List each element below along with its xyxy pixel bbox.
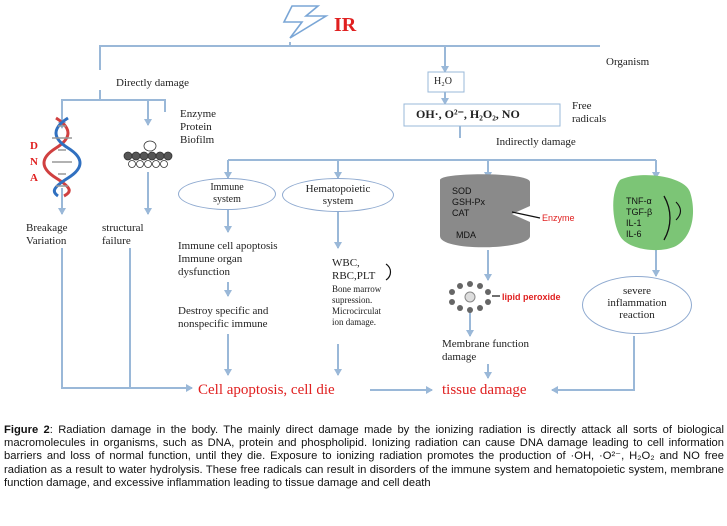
directly-branch-line	[99, 45, 290, 70]
wbc-line-1: WBC,	[332, 257, 360, 269]
cytokine-il6: IL-6	[626, 229, 642, 239]
cytokine-bracket	[663, 195, 671, 241]
targets-biofilm: Biofilm	[180, 134, 215, 146]
immune-effect-2: Immune organ	[178, 253, 243, 265]
enzyme-sod: SOD	[452, 186, 472, 196]
cell-apoptosis-label: Cell apoptosis, cell die	[198, 382, 335, 398]
immune-system-node: Immune system	[178, 178, 276, 210]
enzyme-gshpx: GSH-Px	[452, 197, 486, 207]
cytokine-tnf: TNF-α	[626, 196, 652, 206]
dna-letter-n: N	[30, 156, 38, 168]
free-radicals-label-2: radicals	[572, 113, 607, 125]
h2o-label: H₂O	[434, 76, 452, 87]
to-targets-line	[100, 99, 166, 112]
variation-label: Variation	[26, 235, 67, 247]
destroy-line-1: Destroy specific and	[178, 305, 269, 317]
enzyme-label: Enzyme	[542, 213, 575, 223]
inflammation-to-tissue-arrow	[551, 336, 635, 394]
indirectly-damage-label: Indirectly damage	[496, 136, 576, 148]
marrow-line-4: ion damage.	[332, 317, 376, 327]
ir-label: IR	[334, 14, 357, 36]
to-molecules-arrow	[100, 99, 152, 126]
wbc-line-2: RBC,PLT	[332, 270, 376, 282]
marrow-line-2: supression.	[332, 295, 373, 305]
diagram-connectors	[42, 5, 694, 394]
to-dna-arrow	[58, 90, 101, 129]
lipid-peroxide-label: lipid peroxide	[502, 292, 561, 302]
breakage-to-apoptosis-line	[61, 248, 180, 389]
free-radicals-formula: OH·, O²⁻, H₂O₂, NO	[416, 107, 520, 121]
organism-label: Organism	[606, 56, 650, 68]
dna-letter-d: D	[30, 140, 38, 152]
figure-label: Figure 2	[4, 424, 50, 436]
cytokine-tgf: TGF-β	[626, 207, 653, 217]
enzyme-mda: MDA	[456, 230, 476, 240]
targets-enzyme: Enzyme	[180, 108, 217, 120]
inflammation-node: severe inflammation reaction	[582, 276, 692, 334]
wbc-bracket	[385, 263, 392, 281]
lipid-membrane-icon	[449, 281, 491, 313]
marrow-line-3: Microcirculat	[332, 306, 381, 316]
cytokine-il1: IL-1	[626, 218, 642, 228]
organism-line	[289, 42, 600, 47]
destroy-line-2: nonspecific immune	[178, 318, 268, 330]
marrow-line-1: Bone marrow	[332, 284, 382, 294]
breakage-label: Breakage	[26, 222, 68, 234]
enzyme-pointer	[511, 211, 541, 219]
immune-effect-1: Immune cell apoptosis	[178, 240, 278, 252]
directly-damage-label: Directly damage	[116, 77, 189, 89]
biofilm-molecule-icon	[123, 140, 173, 168]
figure-caption: Figure 2: Radiation damage in the body. …	[4, 424, 724, 490]
cytokine-blob-icon	[613, 175, 694, 251]
enzyme-cat: CAT	[452, 208, 470, 218]
dna-letter-a: A	[30, 172, 38, 184]
failure-label: failure	[102, 235, 131, 247]
enzyme-blob-icon	[440, 174, 530, 248]
dna-helix-icon	[42, 116, 82, 198]
lightning-icon	[282, 5, 329, 39]
membrane-line-2: damage	[442, 351, 477, 363]
free-radicals-label-1: Free	[572, 100, 592, 112]
immune-effect-3: dysfunction	[178, 266, 230, 278]
tissue-damage-label: tissue damage	[442, 382, 527, 398]
hematopoietic-system-node: Hematopoietic system	[282, 178, 394, 212]
h2o-box	[427, 71, 465, 93]
membrane-line-1: Membrane function	[442, 338, 530, 350]
caption-text: : Radiation damage in the body. The main…	[4, 424, 725, 489]
targets-protein: Protein	[180, 121, 212, 133]
radiation-damage-diagram: IR Organism Directly damage H₂O OH·, O²⁻…	[26, 5, 694, 398]
free-radicals-box	[403, 103, 561, 127]
structural-label: structural	[102, 222, 144, 234]
